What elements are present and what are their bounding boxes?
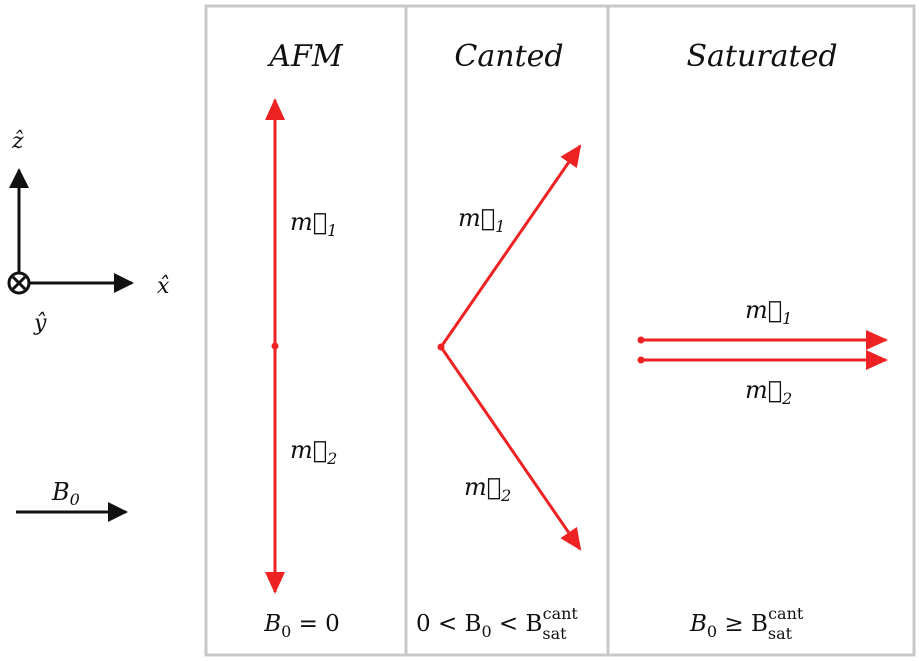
m1-label-saturated: m⃗1 [745,296,792,328]
m1-label-afm: m⃗1 [290,208,337,240]
field-label: B0 [51,478,80,509]
condition-afm: B0 = 0 [263,611,340,641]
m2-vector-canted [439,346,582,551]
panel-frame-saturated [606,4,916,657]
m2-label-canted: m⃗2 [464,473,511,505]
y-axis-label: ŷ [33,311,47,336]
m1-label-canted: m⃗1 [458,204,505,236]
panel-canted: Canted m⃗1 m⃗2 0 < B0 < Bsatcant [416,39,582,643]
coordinate-axes: ẑ x̂ ŷ [7,129,170,336]
field-indicator: B0 [16,478,128,522]
condition-canted: 0 < B0 < Bsatcant [416,604,578,643]
panel-frame-canted [404,4,610,657]
panel-saturated: Saturated m⃗1 m⃗2 B0 ≥ Bsatcant [637,39,888,643]
panel-frame-afm [204,4,408,657]
panel-title-canted: Canted [454,39,563,74]
origin-dot-m1-saturated [637,336,645,344]
x-axis-label: x̂ [157,274,170,299]
origin-dot-canted [437,343,445,351]
z-axis-label: ẑ [11,129,24,154]
panel-afm: AFM m⃗1 m⃗2 B0 = 0 [263,39,344,641]
m2-label-afm: m⃗2 [290,436,337,468]
origin-dot-afm [271,342,279,350]
panel-title-afm: AFM [266,39,343,74]
panel-title-saturated: Saturated [686,39,837,74]
y-axis-cross-b [11,275,27,291]
condition-saturated: B0 ≥ Bsatcant [689,604,804,643]
m1-vector-canted [439,144,582,348]
origin-dot-m2-saturated [637,356,645,364]
m2-label-saturated: m⃗2 [745,376,792,408]
